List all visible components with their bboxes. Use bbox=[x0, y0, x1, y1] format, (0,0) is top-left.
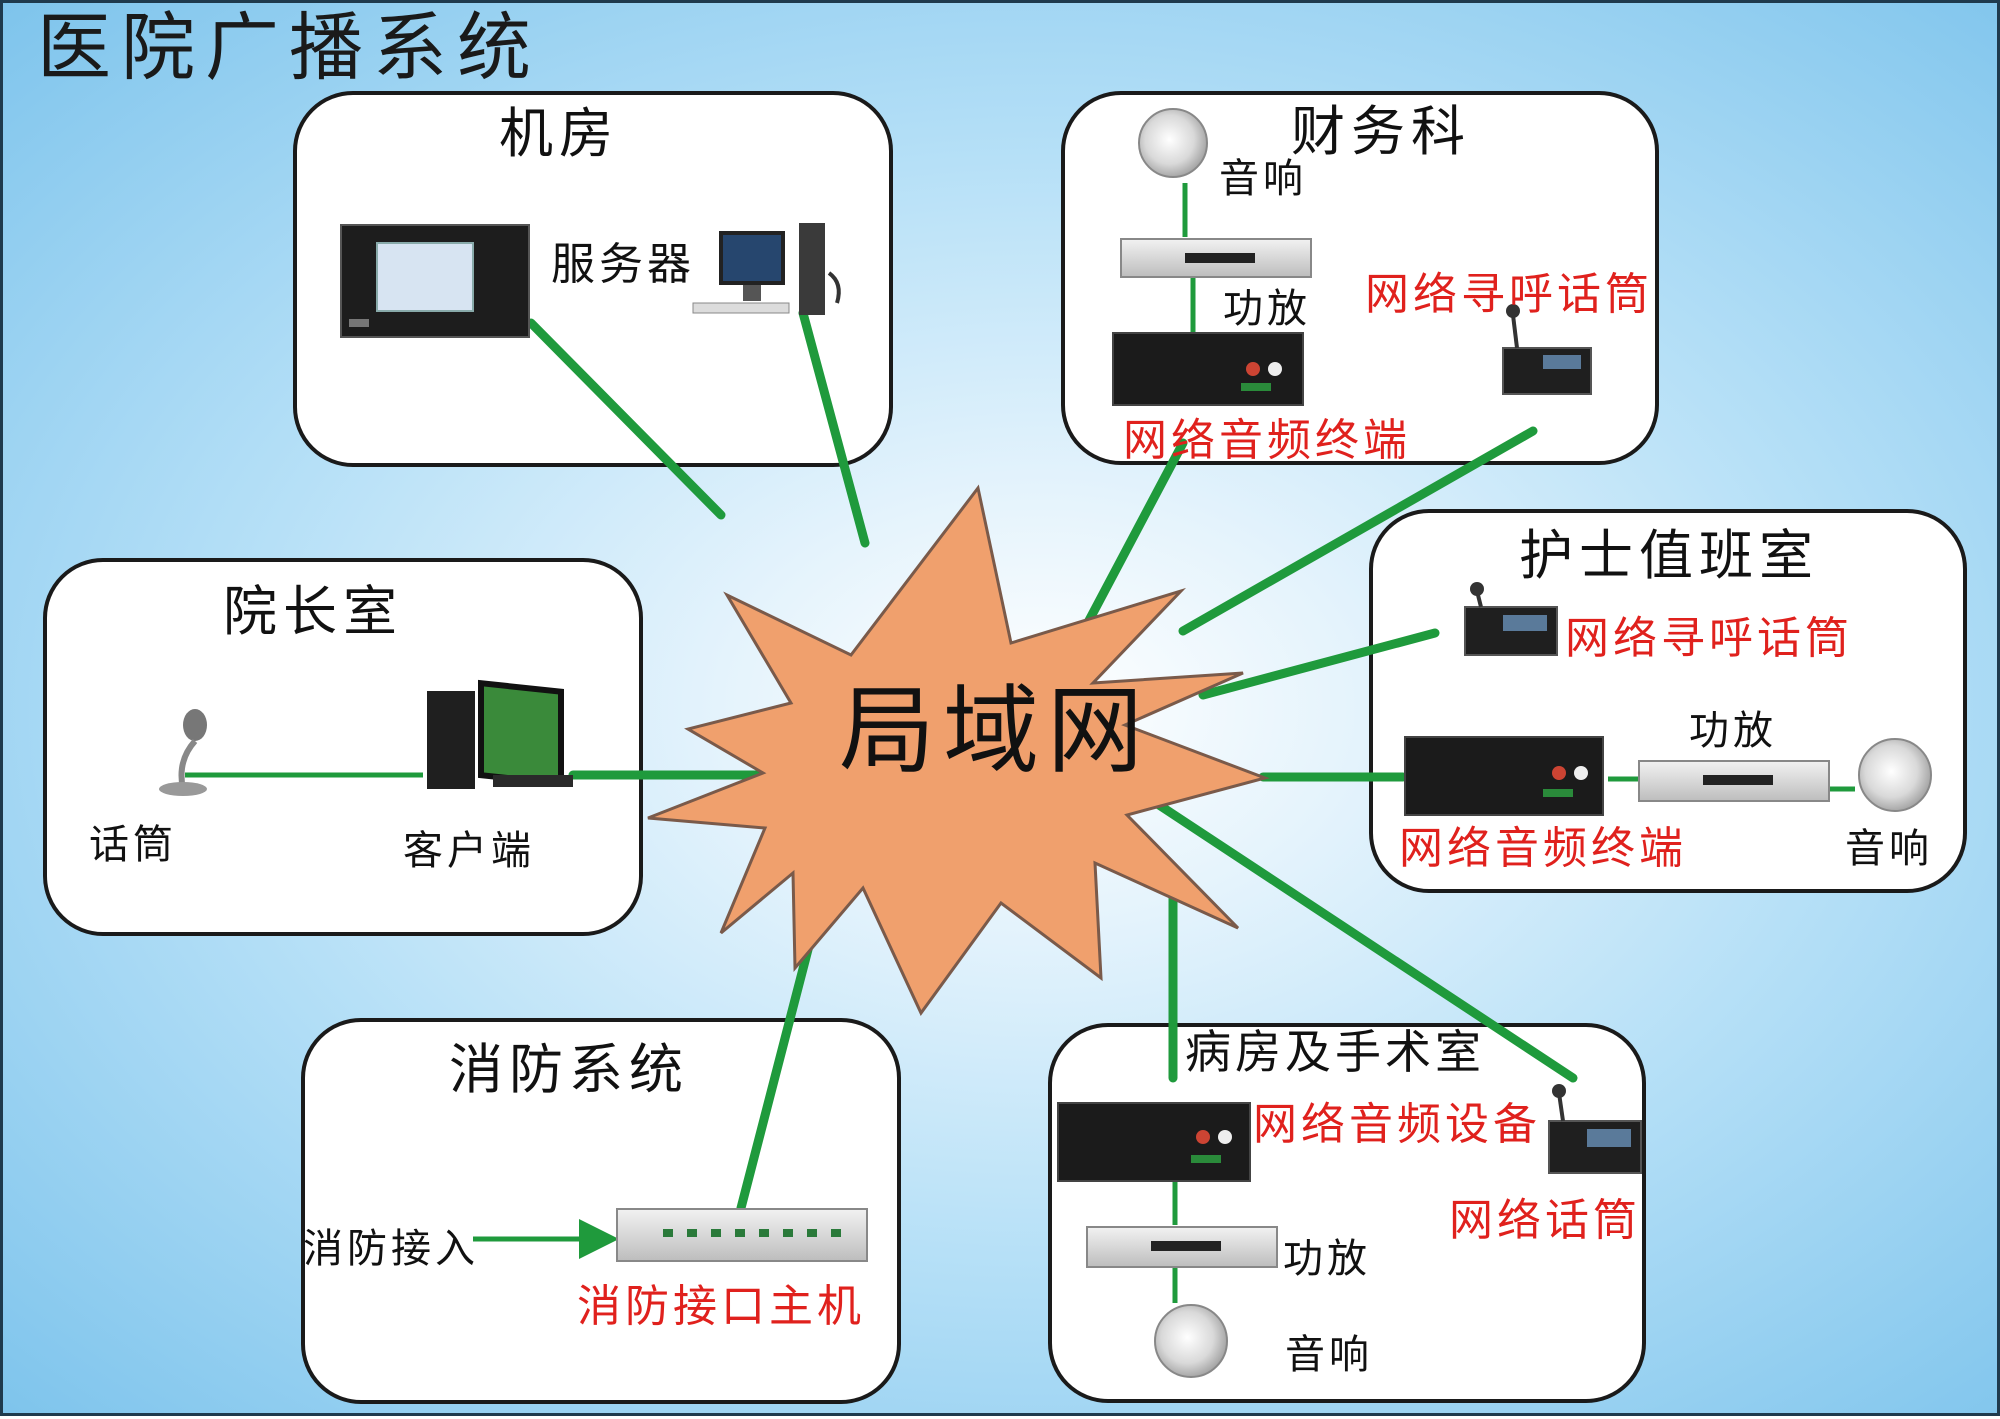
diagram-title: 医院广播系统 bbox=[37, 5, 541, 91]
desktop-pc-device bbox=[692, 223, 841, 315]
hushi-amp-device bbox=[1638, 760, 1830, 802]
panel-connectors bbox=[185, 183, 1855, 1303]
panel-bingfang bbox=[1048, 1023, 1646, 1403]
server-label: 服务器 bbox=[551, 239, 695, 290]
hushi-terminal-device bbox=[1404, 736, 1604, 816]
yuanzhang-mic-label: 话筒 bbox=[89, 822, 177, 868]
bingfang-speaker-device bbox=[1154, 1304, 1228, 1378]
link-jifang-pc bbox=[798, 308, 870, 548]
caiwu-speaker-device bbox=[1138, 108, 1208, 178]
hushi-pagingmic-device bbox=[1464, 582, 1558, 656]
rack-server-device bbox=[340, 224, 530, 338]
network-links bbox=[526, 308, 1578, 1213]
caiwu-terminal-label: 网络音频终端 bbox=[1123, 415, 1411, 466]
bingfang-title: 病房及手术室 bbox=[1185, 1025, 1485, 1079]
bingfang-netmic-label: 网络话筒 bbox=[1449, 1195, 1641, 1246]
panel-hushi bbox=[1369, 509, 1967, 893]
bingfang-amp-device bbox=[1086, 1226, 1278, 1268]
yuanzhang-client-device bbox=[427, 679, 573, 789]
link-caiwu-terminal bbox=[1080, 438, 1188, 633]
yuanzhang-client-label: 客户端 bbox=[403, 828, 535, 874]
lan-burst bbox=[647, 484, 1270, 1016]
xiaofang-title: 消防系统 bbox=[449, 1038, 689, 1101]
bingfang-audio-device bbox=[1057, 1102, 1251, 1182]
yuanzhang-mic-device bbox=[159, 709, 207, 796]
link-caiwu-pagingmic bbox=[1178, 426, 1538, 636]
hushi-speaker-label: 音响 bbox=[1845, 826, 1933, 872]
caiwu-amp-device bbox=[1120, 238, 1312, 278]
jifang-title: 机房 bbox=[499, 102, 619, 165]
bingfang-audio-device-label: 网络音频设备 bbox=[1253, 1099, 1541, 1150]
fire-host-device bbox=[616, 1208, 868, 1262]
caiwu-pagingmic-label: 网络寻呼话筒 bbox=[1365, 269, 1653, 320]
bingfang-speaker-label: 音响 bbox=[1285, 1332, 1373, 1378]
link-jifang-server bbox=[526, 318, 726, 520]
diagram-graphics bbox=[159, 108, 1932, 1378]
hushi-terminal-label: 网络音频终端 bbox=[1399, 823, 1687, 874]
caiwu-pagingmic-device bbox=[1502, 304, 1592, 395]
hushi-amp-label: 功放 bbox=[1689, 708, 1777, 754]
caiwu-title: 财务科 bbox=[1291, 100, 1471, 163]
bingfang-amp-label: 功放 bbox=[1283, 1236, 1371, 1282]
hushi-title: 护士值班室 bbox=[1519, 524, 1819, 587]
yuanzhang-title: 院长室 bbox=[223, 580, 403, 643]
link-xiaofang-host bbox=[736, 933, 816, 1213]
bingfang-netmic-device bbox=[1548, 1084, 1642, 1174]
caiwu-amp-label: 功放 bbox=[1223, 286, 1311, 332]
hushi-speaker-device bbox=[1858, 738, 1932, 812]
link-bingfang-netmic bbox=[1148, 796, 1578, 1083]
caiwu-terminal-device bbox=[1112, 332, 1304, 406]
fire-host-label: 消防接口主机 bbox=[577, 1281, 865, 1332]
fire-input-label: 消防接入 bbox=[303, 1226, 479, 1272]
hushi-pagingmic-label: 网络寻呼话筒 bbox=[1565, 613, 1853, 664]
link-hushi-pagingmic bbox=[1198, 628, 1440, 700]
caiwu-speaker-label: 音响 bbox=[1219, 156, 1307, 202]
lan-label: 局域网 bbox=[839, 675, 1151, 787]
